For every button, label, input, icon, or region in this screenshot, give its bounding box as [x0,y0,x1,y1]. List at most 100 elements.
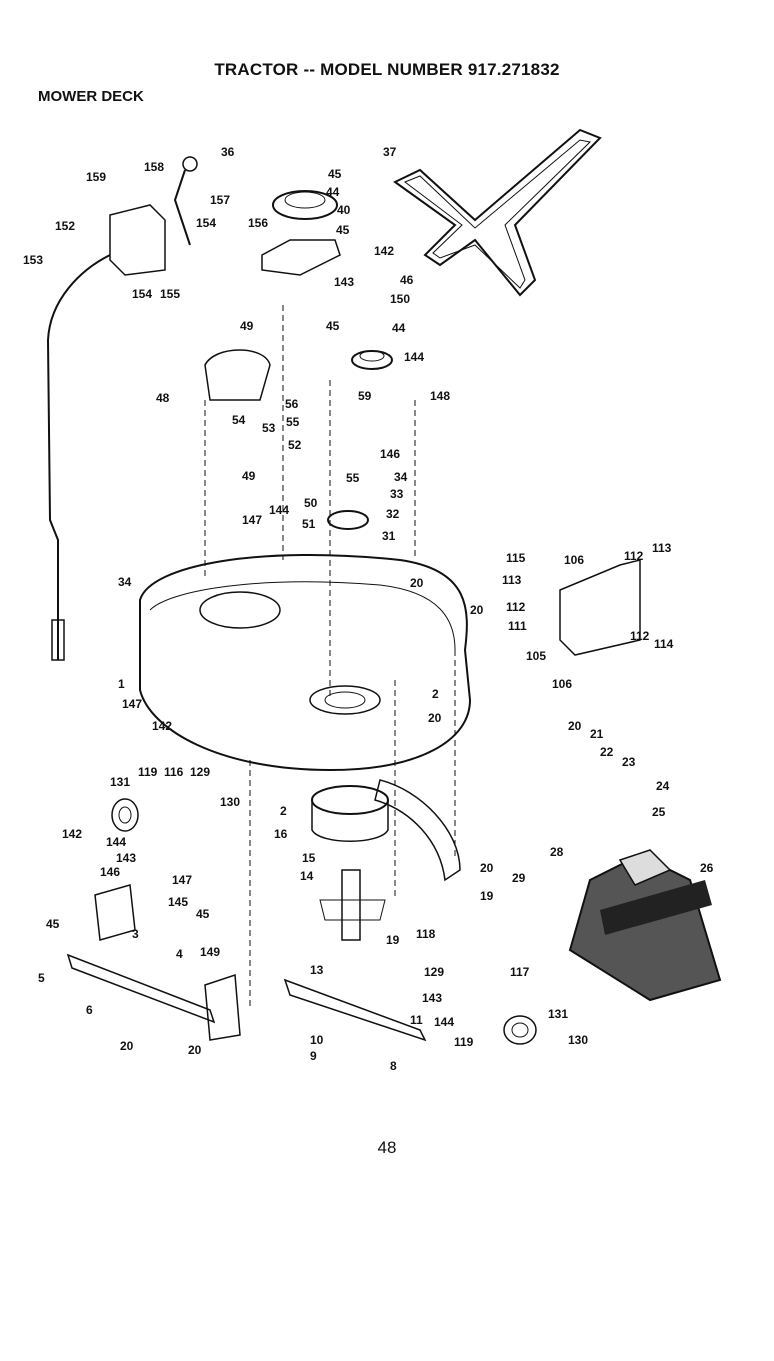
callout: 56 [285,397,299,411]
callout: 40 [337,203,351,217]
callout: 48 [156,391,170,405]
callout: 143 [422,991,442,1005]
callout: 37 [383,145,397,159]
callout-labels: 37 36 158 159 45 44 40 45 157 154 156 15… [23,145,714,1073]
lift-bracket-drawing [109,204,166,276]
callout: 50 [304,496,318,510]
callout: 45 [46,917,60,931]
callout: 31 [382,529,396,543]
callout: 111 [508,619,527,633]
callout: 154 [132,287,152,301]
callout: 142 [62,827,82,841]
callout: 112 [630,629,650,643]
callout: 33 [390,487,404,501]
callout: 49 [242,469,256,483]
page-title: TRACTOR -- MODEL NUMBER 917.271832 [214,60,560,79]
callout: 144 [404,350,424,364]
callout: 153 [23,253,43,267]
callout: 130 [220,795,240,809]
callout: 16 [274,827,288,841]
callout: 158 [144,160,164,174]
section-title: MOWER DECK [38,88,144,105]
callout: 34 [118,575,132,589]
callout: 129 [424,965,444,979]
callout: 5 [38,971,45,985]
callout: 49 [240,319,254,333]
callout: 20 [480,861,494,875]
callout: 112 [506,600,526,614]
callout: 8 [390,1059,397,1073]
callout: 118 [416,927,436,941]
callout: 4 [176,947,183,961]
callout: 32 [386,507,400,521]
callout: 146 [100,865,120,879]
callout: 19 [386,933,400,947]
callout: 20 [188,1043,202,1057]
callout: 15 [302,851,316,865]
callout: 131 [110,775,130,789]
callout: 146 [380,447,400,461]
control-cable-drawing [46,254,111,660]
callout: 106 [564,553,584,567]
idler-bracket-drawing [261,239,341,276]
callout: 156 [248,216,268,230]
gauge-wheel-left-drawing [111,798,139,832]
upper-pulley-drawing [272,190,338,220]
callout: 53 [262,421,276,435]
callout: 20 [120,1039,134,1053]
callout: 142 [374,244,394,258]
callout: 21 [590,727,604,741]
callout: 45 [336,223,350,237]
callout: 119 [138,765,158,779]
callout: 154 [196,216,216,230]
spindle-shaft-drawing [341,869,361,941]
callout: 45 [196,907,210,921]
callout: 26 [700,861,714,875]
callout: 116 [164,765,184,779]
callout: 20 [410,576,424,590]
callout: 159 [86,170,106,184]
callout: 23 [622,755,636,769]
callout: 131 [548,1007,568,1021]
callout: 2 [280,804,287,818]
callout: 54 [232,413,246,427]
belt-cover-drawing [559,559,641,656]
callout: 112 [624,549,644,563]
callout: 45 [326,319,340,333]
callout: 144 [269,503,289,517]
callout: 3 [132,927,139,941]
callout: 144 [434,1015,454,1029]
callout: 20 [568,719,582,733]
callout: 19 [480,889,494,903]
callout: 45 [328,167,342,181]
gauge-wheel-right-drawing [503,1015,537,1045]
mower-deck-parts-diagram: 37 36 158 159 45 44 40 45 157 154 156 15… [23,128,722,1073]
lift-link-drawing [66,953,216,1024]
callout: 2 [432,687,439,701]
callout: 52 [288,438,302,452]
mower-deck-shell [139,553,472,772]
v-belt-drawing [393,128,602,297]
callout: 20 [428,711,442,725]
callout: 145 [168,895,188,909]
blade-drawing [283,978,427,1042]
callout: 130 [568,1033,588,1047]
callout: 10 [310,1033,324,1047]
callout: 147 [172,873,192,887]
callout: 51 [302,517,316,531]
callout: 115 [506,551,526,565]
callout: 29 [512,871,526,885]
callout: 152 [55,219,75,233]
callout: 149 [200,945,220,959]
belt-keeper-drawing [374,779,461,882]
callout: 113 [652,541,672,555]
callout: 105 [526,649,546,663]
page-number: 48 [377,1138,397,1157]
callout: 6 [86,1003,93,1017]
callout: 119 [454,1035,474,1049]
callout: 25 [652,805,666,819]
callout: 14 [300,869,314,883]
callout: 106 [552,677,572,691]
callout: 20 [470,603,484,617]
belt-guard-drawing [204,349,271,401]
